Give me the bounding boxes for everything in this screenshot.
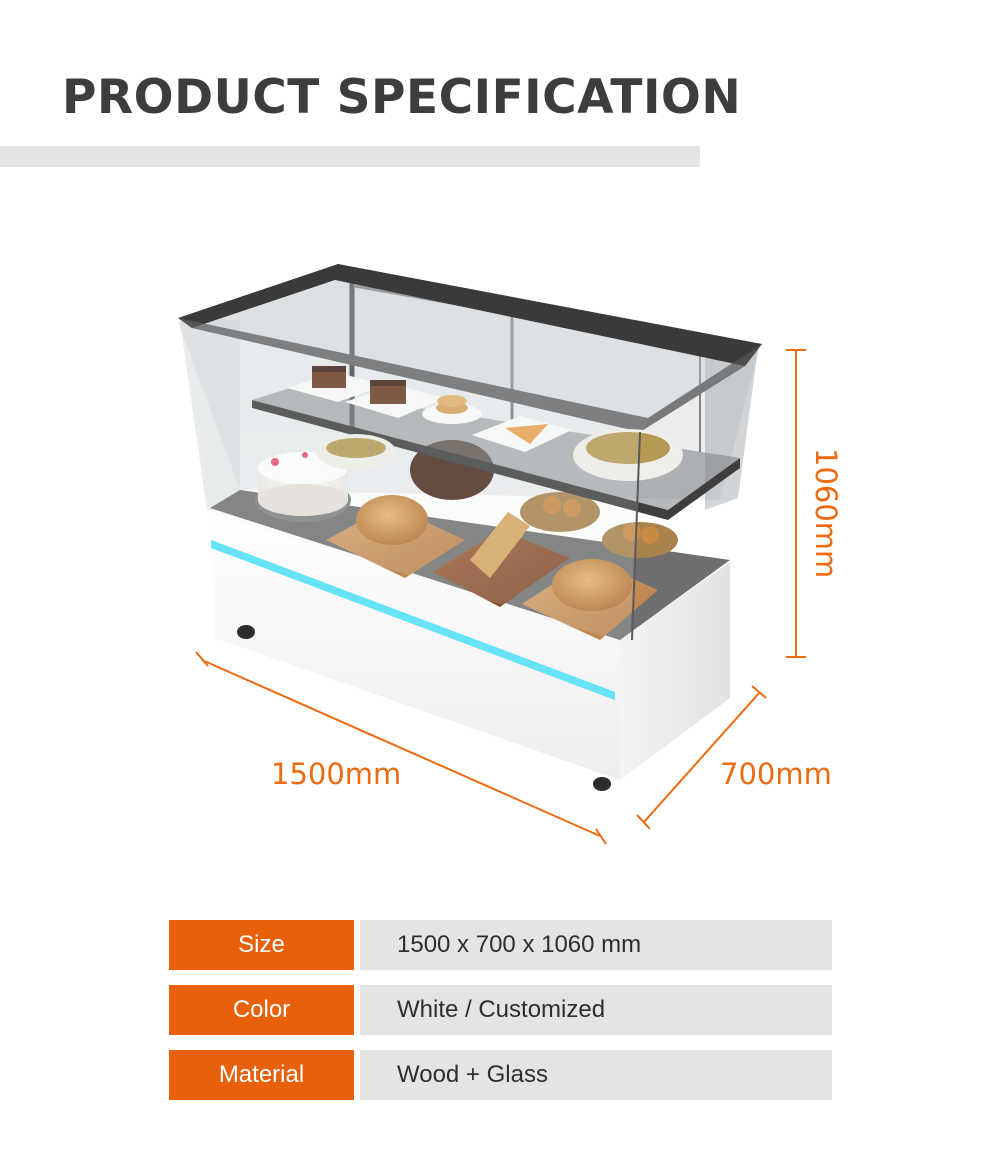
spec-value: White / Customized [360, 985, 832, 1035]
dimension-lines [195, 349, 806, 845]
spec-value: Wood + Glass [360, 1050, 832, 1100]
spec-label: Material [169, 1050, 354, 1100]
spec-label: Size [169, 920, 354, 970]
spec-row-size: Size 1500 x 700 x 1060 mm [169, 920, 832, 970]
bottom-shelf-products [255, 440, 678, 640]
page-title: PRODUCT SPECIFICATION [62, 70, 742, 125]
width-dimension-label: 1500mm [271, 757, 402, 791]
spec-label: Color [169, 985, 354, 1035]
depth-dimension-label: 700mm [720, 757, 832, 791]
height-dimension-label: 1060mm [809, 448, 843, 579]
product-illustration [178, 264, 806, 845]
spec-value: 1500 x 700 x 1060 mm [360, 920, 832, 970]
title-underline-bar [0, 146, 700, 167]
upper-shelf [252, 366, 740, 520]
spec-row-color: Color White / Customized [169, 985, 832, 1035]
spec-row-material: Material Wood + Glass [169, 1050, 832, 1100]
front-glass [192, 328, 640, 645]
